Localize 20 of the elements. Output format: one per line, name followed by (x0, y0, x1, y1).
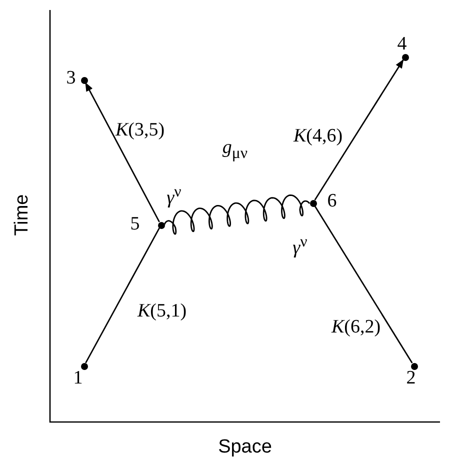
edge-label: K(5,1) (137, 302, 187, 320)
vertex-factor: γ$^{ν}$ (292, 234, 308, 258)
vertex-number: 2 (406, 368, 416, 388)
axis-title: Time (12, 194, 32, 236)
arrow (314, 59, 404, 200)
vertex-number: 1 (73, 368, 83, 388)
vertex-factor: γ$^{ν}$ (166, 184, 182, 208)
line (314, 206, 413, 364)
vertex-number: 6 (327, 192, 337, 210)
line (85, 228, 160, 364)
axis-title: Space (218, 438, 272, 456)
edge-label: g$_{μν}$ (222, 138, 248, 162)
wavy-line (164, 194, 310, 235)
edge-label: K(3,5) (115, 120, 165, 140)
vertex-number: 5 (130, 214, 140, 234)
edge-label: K(6,2) (331, 318, 381, 336)
edge-label: K(4,6) (293, 126, 343, 146)
vertex-number: 3 (66, 68, 76, 88)
vertex-number: 4 (397, 34, 407, 54)
arrow (85, 82, 160, 222)
